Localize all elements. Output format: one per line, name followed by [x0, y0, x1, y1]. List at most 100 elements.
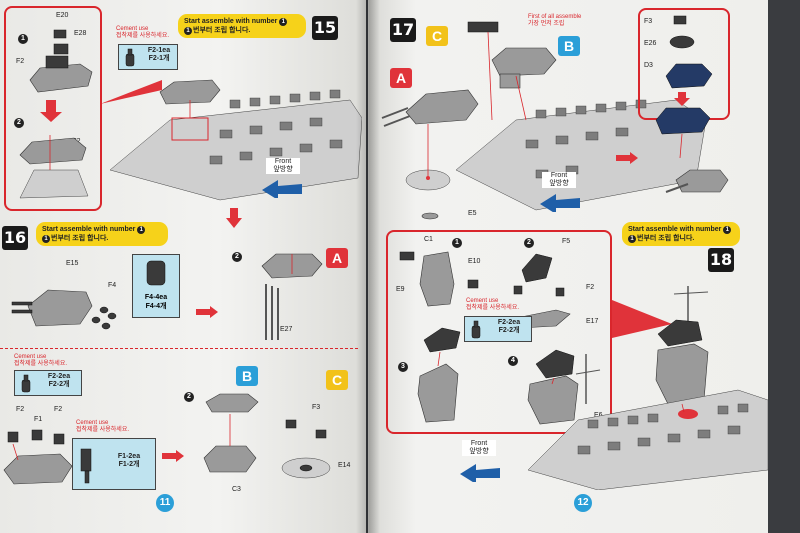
subassembly-letter-c-right: C	[426, 26, 448, 46]
step18-hull-drawing	[527, 286, 768, 490]
part-label-e9: E9	[396, 286, 405, 293]
glue-bottle-icon	[21, 374, 31, 393]
step16-lower-divider	[0, 348, 358, 349]
part-label-f3-right: F3	[644, 18, 653, 25]
step16-cement2-part-1: F1-2ea	[117, 453, 141, 460]
right-arrow-icon	[196, 306, 218, 318]
part-label-f2-b: F2	[586, 284, 595, 291]
step15-front-label: Front 앞방향	[266, 158, 300, 174]
part-label-d3: D3	[644, 62, 653, 69]
step15-note-num2: 1	[184, 27, 192, 35]
step16-f4-line1: F4-4ea	[144, 294, 168, 301]
front-direction-arrow-icon	[262, 180, 302, 198]
part-label-e10: E10	[468, 258, 481, 265]
step15-cement-line2: 접착제를 사용하세요.	[116, 33, 170, 39]
step17-note: First of all assemble 가장 먼저 조립	[528, 14, 581, 28]
step15-cement-note: Cement use 접착제를 사용하세요.	[116, 26, 169, 40]
subassembly-letter-b-right: B	[558, 36, 580, 56]
step15-badge: 15	[312, 16, 338, 40]
step15-subassembly-box	[4, 6, 102, 211]
step18-subassembly-box	[386, 230, 612, 434]
step16-subassembly-b-drawing	[203, 393, 259, 473]
step16-f4-line2: F4-4개	[145, 303, 167, 310]
step16-badge: 16	[2, 226, 28, 250]
step15-hull-drawing	[100, 79, 362, 201]
step16-note-line2: 번부터 조립 합니다.	[51, 235, 109, 242]
step18-cement-part-2: F2-2개	[498, 327, 520, 334]
step15-sub-num-1: 1	[18, 34, 28, 44]
glue-bottle-icon	[125, 48, 135, 67]
step16-c-subassembly-left-drawing	[3, 429, 73, 485]
step18-badge: 18	[708, 248, 734, 272]
step17-hull-drawing	[381, 21, 729, 220]
step15-front-line2: 앞방향	[273, 166, 293, 173]
step18-note-num: 1	[723, 226, 732, 234]
right-arrow-icon	[162, 450, 184, 462]
part-label-e6: E6	[594, 412, 603, 419]
step15-note-line2: 번부터 조립 합니다.	[193, 27, 251, 34]
step16-sub-num-b: 2	[184, 392, 194, 402]
step16-note-line1: Start assemble with number	[42, 226, 136, 233]
step16-cement1-line2: 접착제를 사용하세요.	[14, 361, 68, 367]
step18-cement-line1: Cement use	[466, 298, 499, 304]
step15-cement-line1: Cement use	[116, 26, 149, 32]
front-direction-arrow-icon	[540, 194, 580, 212]
step18-connector-arrow	[612, 300, 672, 338]
part-label-e26: E26	[644, 40, 657, 47]
step16-cement1-line1: Cement use	[14, 354, 47, 360]
step15-cement-part-1: F2-1ea	[147, 47, 171, 54]
step16-f4-box: F4-4ea F4-4개	[132, 254, 180, 318]
f4-part-icon	[146, 260, 166, 286]
part-label-f2-left: F2	[16, 406, 25, 413]
subassembly-letter-a-right: A	[390, 68, 412, 88]
step18-front-line2: 앞방향	[469, 448, 489, 455]
right-page: 17 C A B First of all assemble 가장 먼저 조립 …	[368, 0, 768, 533]
subassembly-letter-b: B	[236, 366, 258, 386]
step18-note-line1: Start assemble with number	[628, 226, 722, 233]
glue-bottle-icon	[471, 320, 481, 339]
step16-note-num2: 1	[42, 235, 50, 243]
step15-sub-num-2: 2	[14, 118, 24, 128]
part-label-c3: C3	[232, 486, 241, 493]
step18-sub-num-4: 4	[508, 356, 518, 366]
step17-badge: 17	[390, 18, 416, 42]
step15-subassembly-drawing	[19, 29, 93, 199]
step16-subassembly-c-drawing	[281, 419, 331, 479]
step17-note-line2: 가장 먼저 조립	[528, 21, 565, 27]
part-label-f4: F4	[108, 282, 117, 289]
step18-sub-num-3: 3	[398, 362, 408, 372]
part-label-f5: F5	[562, 238, 571, 245]
subassembly-letter-c: C	[326, 370, 348, 390]
step18-cement-note: Cement use 접착제를 사용하세요.	[466, 298, 519, 312]
step16-subassembly-a-drawing	[261, 253, 323, 340]
part-label-e27: E27	[280, 326, 293, 333]
part-label-e17: E17	[586, 318, 599, 325]
step18-cement-part-1: F2-2ea	[497, 319, 521, 326]
step15-front-line1: Front	[274, 158, 292, 165]
step18-front-label: Front 앞방향	[462, 440, 496, 456]
part-label-e28: E28	[74, 30, 87, 37]
step16-cement2-line1: Cement use	[76, 420, 109, 426]
part-label-f2: F2	[16, 58, 25, 65]
part-label-c1: C1	[424, 236, 433, 243]
f1-part-icon	[80, 448, 92, 484]
step16-cement2-line2: 접착제를 사용하세요.	[76, 427, 130, 433]
part-label-f1: F1	[34, 416, 43, 423]
part-label-e20: E20	[56, 12, 69, 19]
part-label-e15: E15	[66, 260, 79, 267]
step16-note-num: 1	[137, 226, 146, 234]
step15-note-line1: Start assemble with number	[184, 18, 278, 25]
step15-cement-part-2: F2-1개	[148, 55, 170, 62]
step18-note-num2: 1	[628, 235, 636, 243]
left-page: 1 2 E20 E28 F2 E2 Start assemble with nu…	[0, 0, 366, 533]
step18-front-line1: Front	[470, 440, 488, 447]
step16-turret-drawing	[11, 289, 117, 330]
step17-navy-turret-drawing	[655, 107, 711, 159]
step18-sub-num-2: 2	[524, 238, 534, 248]
part-label-e5: E5	[468, 210, 477, 217]
step16-cement2-box: F1-2ea F1-2개	[72, 438, 156, 490]
step18-sub-num-1: 1	[452, 238, 462, 248]
